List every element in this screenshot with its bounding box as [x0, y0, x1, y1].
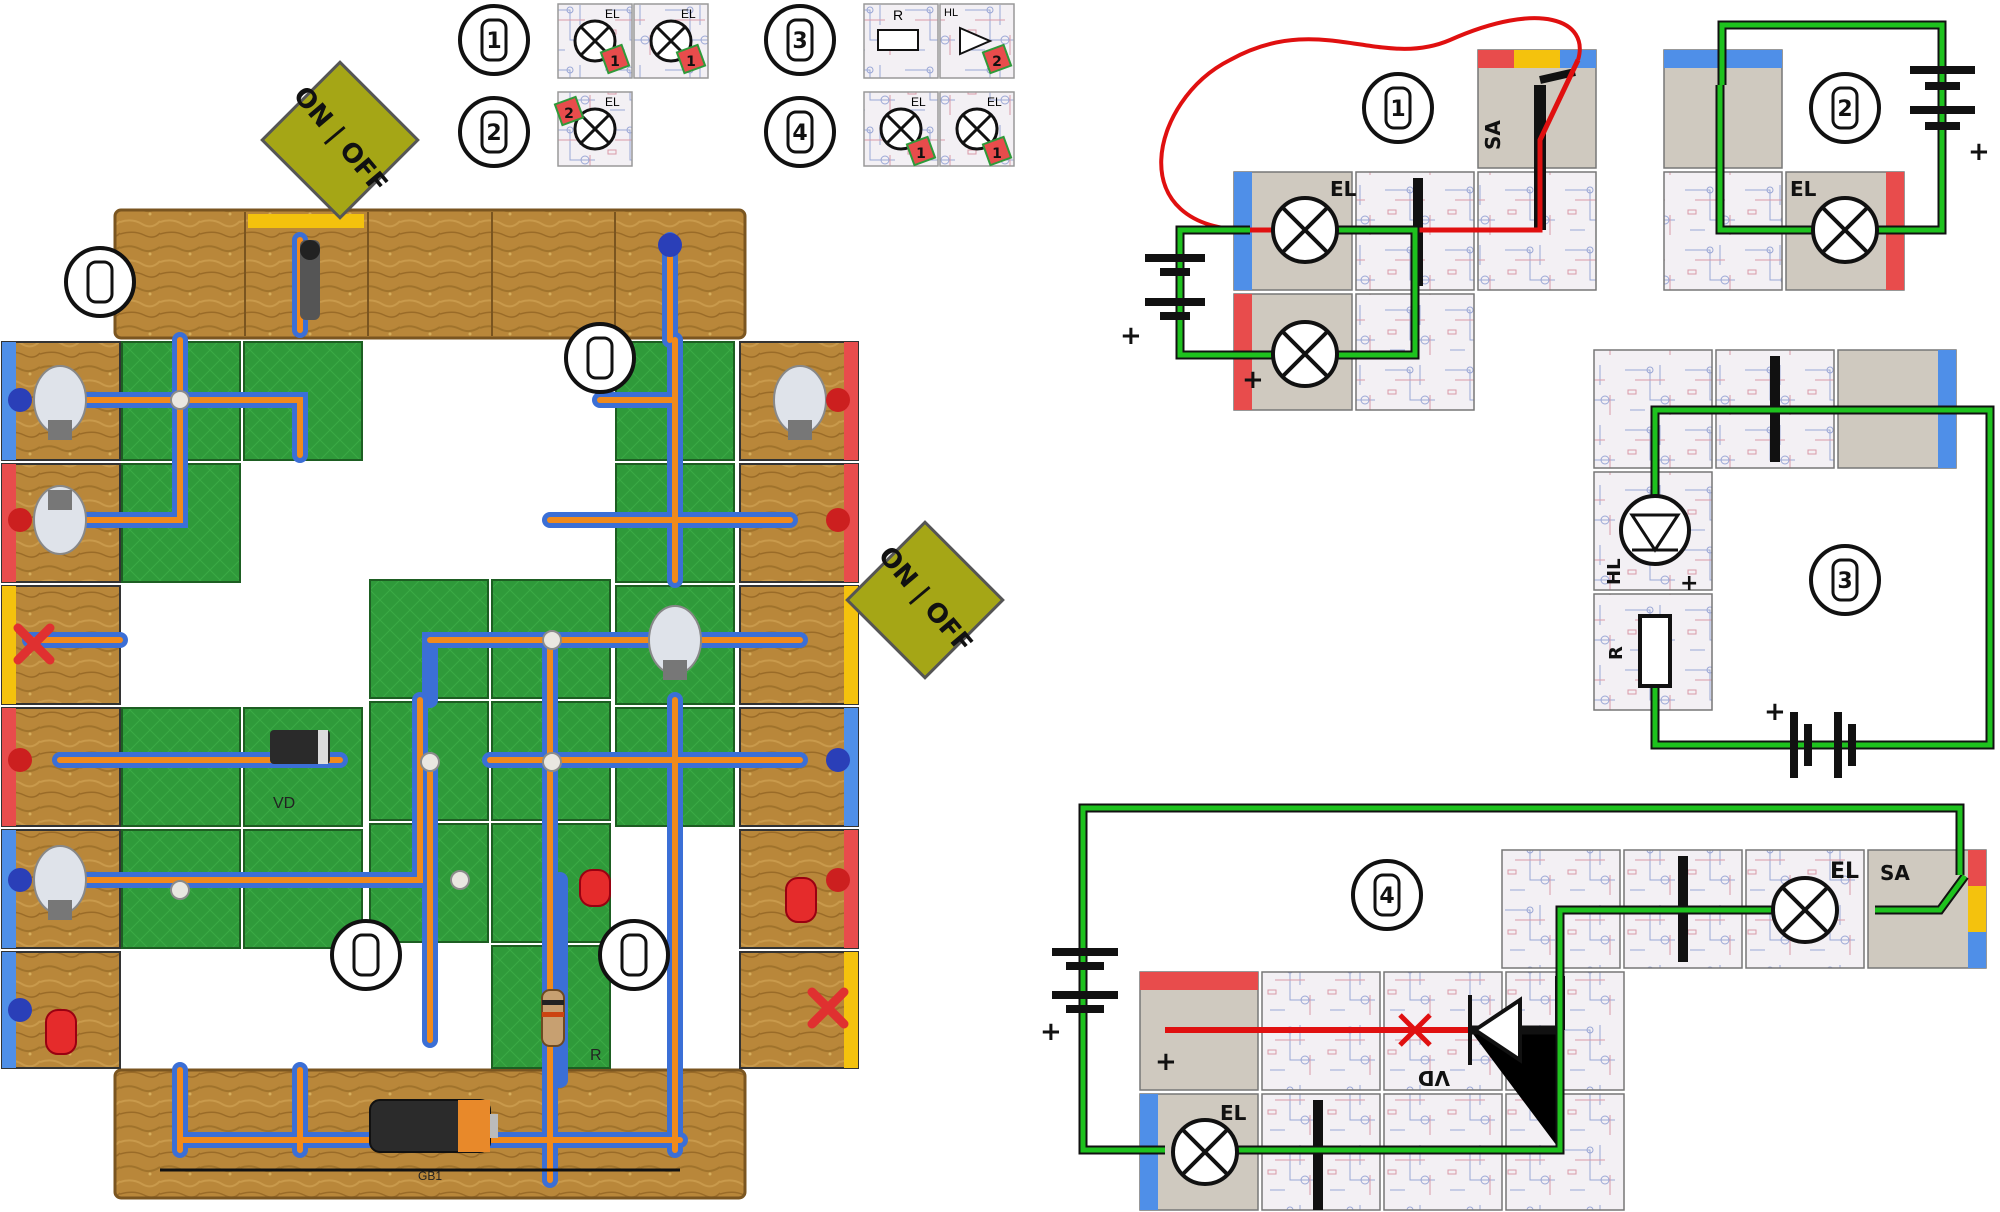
svg-text:1: 1	[992, 146, 1002, 162]
svg-text:1: 1	[1390, 97, 1405, 122]
svg-text:+: +	[1764, 697, 1786, 727]
svg-text:2: 2	[1837, 97, 1852, 122]
cross-marks	[13, 623, 849, 1029]
schematic-circuit-1: 1 EL SA + +	[1120, 16, 1597, 411]
diode-icon: VD	[270, 730, 330, 812]
svg-text:2: 2	[486, 121, 501, 146]
svg-text:SA: SA	[1880, 861, 1910, 885]
svg-text:+: +	[1968, 137, 1990, 167]
schematic-circuit-3: 3 HL R + +	[1593, 349, 1995, 778]
svg-text:+: +	[1680, 571, 1698, 596]
svg-text:4: 4	[792, 121, 807, 146]
svg-text:EL: EL	[681, 7, 696, 21]
socket-terminals	[8, 233, 850, 1022]
svg-text:HL: HL	[1604, 558, 1625, 585]
top-wood-strip	[113, 208, 747, 340]
on-off-switch-top[interactable]: ON | OFF	[260, 60, 420, 220]
switch-icon	[248, 214, 364, 320]
svg-text:EL: EL	[605, 7, 620, 21]
svg-text:2: 2	[564, 106, 574, 122]
legend-circuit-4: 4	[764, 96, 836, 168]
svg-text:1: 1	[916, 146, 926, 162]
legend: 1 2 3 4	[458, 3, 1015, 168]
circuit-board: VD R GB1 ON | OFF ON	[1, 60, 1005, 1200]
svg-text:EL: EL	[1830, 859, 1859, 884]
svg-text:EL: EL	[911, 95, 926, 109]
quantity-badges: 1 1 2 2 1 1	[553, 43, 1013, 167]
svg-text:1: 1	[610, 54, 620, 70]
svg-text:2: 2	[992, 54, 1002, 70]
svg-text:3: 3	[792, 29, 807, 54]
legend-circuit-3: 3	[764, 4, 836, 76]
svg-text:4: 4	[1379, 884, 1394, 909]
legend-circuit-2: 2	[458, 96, 530, 168]
svg-text:VD: VD	[1418, 1066, 1450, 1090]
svg-text:EL: EL	[605, 95, 620, 109]
svg-text:+: +	[1242, 365, 1264, 395]
svg-text:EL: EL	[1790, 177, 1817, 201]
svg-text:R: R	[1606, 646, 1627, 660]
svg-text:SA: SA	[1481, 120, 1505, 150]
svg-text:EL: EL	[1330, 177, 1357, 201]
circuit-number-icon	[64, 246, 670, 991]
svg-text:1: 1	[486, 29, 501, 54]
led-icon	[45, 869, 817, 1055]
svg-text:R: R	[590, 1047, 602, 1064]
svg-text:EL: EL	[987, 95, 1002, 109]
svg-text:HL: HL	[944, 7, 958, 19]
resistor-icon: R	[541, 989, 602, 1064]
svg-text:+: +	[1120, 321, 1142, 351]
battery-icon: GB1	[369, 1099, 498, 1183]
svg-text:+: +	[1155, 1047, 1177, 1077]
svg-text:EL: EL	[1220, 1101, 1247, 1125]
svg-text:1: 1	[686, 54, 696, 70]
on-off-switch-right[interactable]: ON | OFF	[845, 520, 1005, 680]
svg-text:GB1: GB1	[418, 1169, 442, 1183]
svg-text:3: 3	[1837, 569, 1852, 594]
lamp-icon	[33, 365, 827, 920]
junction-rivets	[170, 390, 562, 900]
svg-text:+: +	[1040, 1017, 1062, 1047]
schematic-circuit-4: 4 EL SA EL VD + +	[1040, 803, 1987, 1211]
legend-circuit-1: 1	[458, 4, 530, 76]
svg-text:VD: VD	[273, 795, 295, 812]
left-column-tiles	[1, 341, 121, 1069]
schematic-circuit-2: 2 EL +	[1663, 20, 1990, 291]
svg-text:R: R	[893, 7, 903, 23]
right-column-tiles	[739, 341, 859, 1069]
